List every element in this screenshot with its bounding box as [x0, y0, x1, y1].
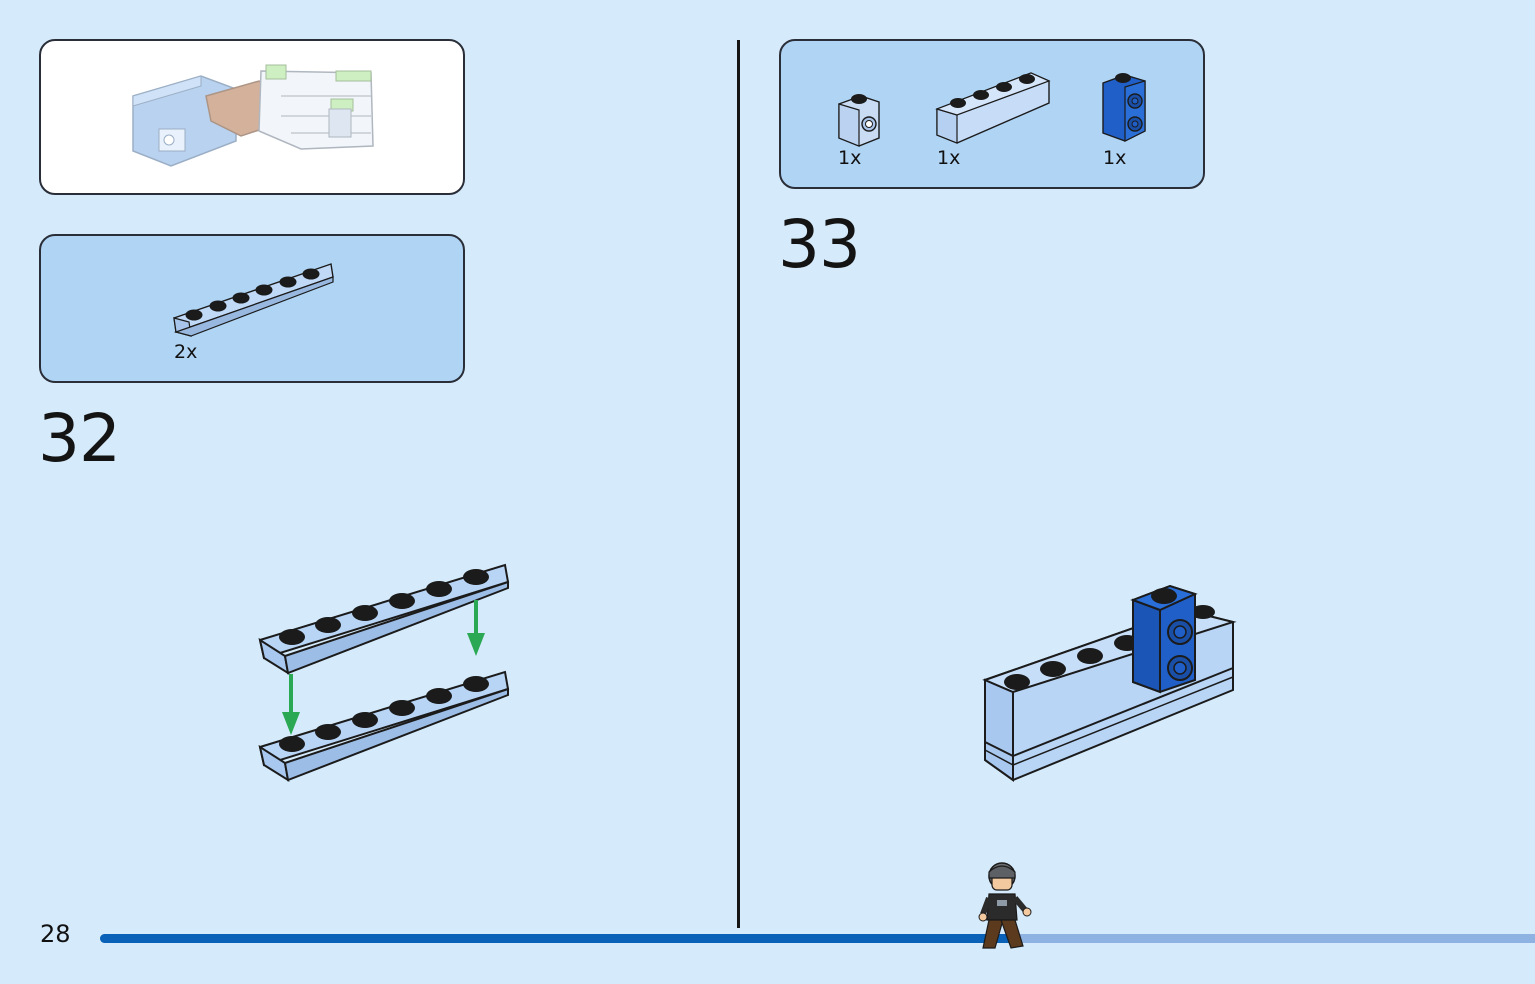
brick-1x1x2-side-studs-icon — [1102, 73, 1146, 142]
page-number: 28 — [40, 920, 71, 948]
arrow-down-icon — [467, 600, 485, 656]
progress-bar — [100, 934, 1535, 943]
step-number: 32 — [38, 400, 121, 477]
step-33-build-illustration — [982, 584, 1237, 782]
part-qty: 1x — [937, 147, 961, 169]
page-divider — [737, 40, 740, 928]
part-qty: 1x — [838, 147, 862, 169]
plate-1x6-icon — [173, 263, 334, 337]
part-qty: 2x — [174, 341, 198, 363]
parts-list-box-step-32: 2x — [39, 234, 465, 383]
step-32-build-illustration — [258, 563, 510, 783]
part-qty: 1x — [1103, 147, 1127, 169]
arrow-down-icon — [282, 674, 300, 735]
submodel-preview-box — [39, 39, 465, 195]
parts-list-box-step-33: 1x 1x 1x — [779, 39, 1205, 189]
brick-1x1-side-stud-icon — [838, 94, 880, 147]
progress-bar-fill — [100, 934, 1019, 943]
minifigure-icon — [978, 862, 1032, 949]
step-number: 33 — [778, 206, 861, 283]
submodel-preview-icon — [132, 64, 374, 167]
brick-1x4-icon — [935, 72, 1051, 144]
